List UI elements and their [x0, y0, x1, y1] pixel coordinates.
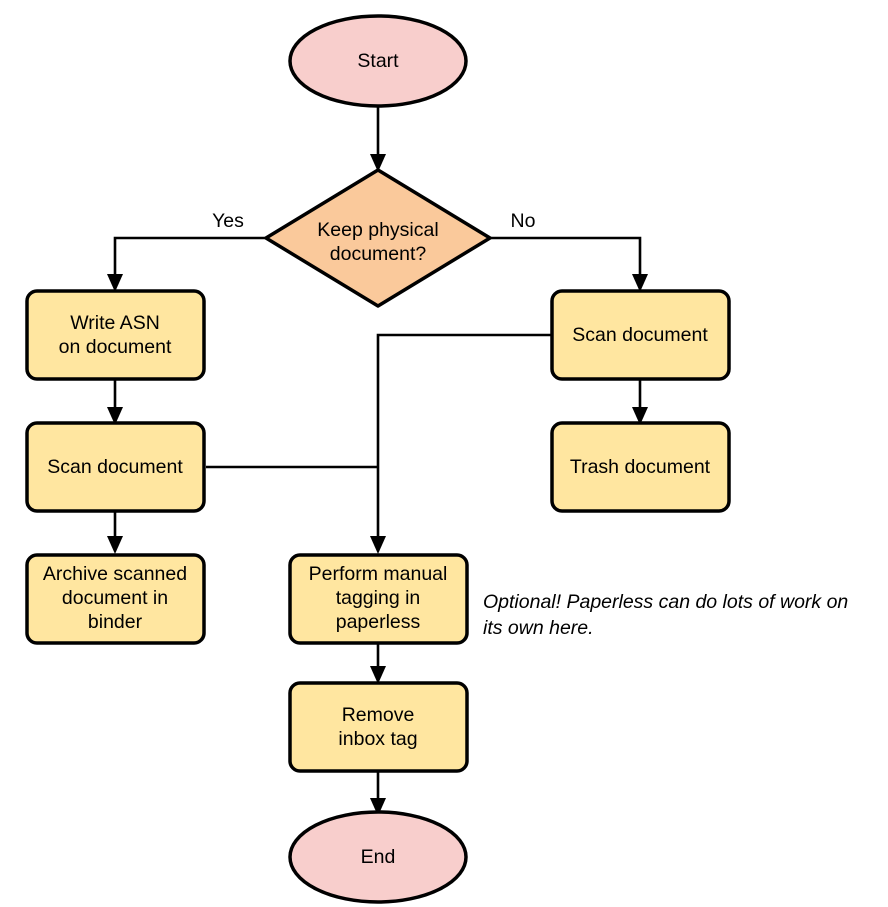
arrowhead-decision-top: [370, 154, 386, 172]
write-asn-box[interactable]: [25, 289, 206, 381]
annotation-line2: its own here.: [483, 617, 594, 639]
node-archive-scanned-document[interactable]: Archive scanned document in binder: [25, 553, 206, 645]
tagging-label-line3: paperless: [336, 611, 421, 633]
node-end[interactable]: End: [288, 810, 468, 904]
decision-label-line2: document?: [330, 243, 427, 265]
edge-scan-left-to-archive: [107, 508, 123, 554]
edge-line-yes: [113, 236, 265, 281]
end-label: End: [361, 846, 396, 868]
arrowhead-archive: [107, 536, 123, 554]
arrowhead-scan-right: [632, 274, 648, 292]
decision-diamond[interactable]: [264, 168, 492, 308]
edge-line-no: [491, 236, 642, 281]
arrowhead-write-asn: [107, 274, 123, 292]
archive-label-line1: Archive scanned: [43, 563, 187, 585]
node-decision-keep-physical-document[interactable]: Keep physical document?: [264, 168, 492, 308]
arrowhead-trash: [632, 407, 648, 425]
annotation-optional-note: Optional! Paperless can do lots of work …: [483, 591, 848, 639]
write-asn-label-line1: Write ASN: [70, 312, 160, 334]
arrowhead-end: [370, 798, 386, 816]
edge-start-to-decision: [370, 105, 386, 172]
start-label: Start: [357, 50, 399, 72]
tagging-label-line2: tagging in: [336, 587, 421, 609]
tagging-box[interactable]: [288, 553, 469, 645]
scan-left-label: Scan document: [47, 456, 183, 478]
edge-scan-right-to-trash: [632, 379, 648, 425]
node-perform-manual-tagging[interactable]: Perform manual tagging in paperless: [288, 553, 469, 645]
scan-right-label: Scan document: [572, 324, 708, 346]
node-start[interactable]: Start: [288, 14, 468, 108]
remove-inbox-label-line2: inbox tag: [338, 728, 417, 750]
arrowhead-scan-left: [107, 407, 123, 425]
node-write-asn[interactable]: Write ASN on document: [25, 289, 206, 381]
edge-decision-yes-to-write-asn: [107, 236, 265, 292]
end-ellipse[interactable]: [288, 810, 468, 904]
edge-remove-inbox-to-end: [370, 772, 386, 816]
node-remove-inbox-tag[interactable]: Remove inbox tag: [288, 681, 469, 773]
decision-label-line1: Keep physical: [317, 219, 438, 241]
tagging-label-line1: Perform manual: [309, 563, 448, 585]
arrowhead-remove-inbox: [370, 666, 386, 684]
edge-line-scan-right-tagging: [376, 333, 551, 543]
edge-tagging-to-remove-inbox: [370, 642, 386, 684]
archive-label-line3: binder: [88, 611, 143, 633]
edge-decision-no-to-scan-right: [491, 236, 648, 292]
remove-inbox-box[interactable]: [288, 681, 469, 773]
scan-right-box[interactable]: [550, 289, 731, 381]
trash-label: Trash document: [570, 456, 711, 478]
node-scan-document-right[interactable]: Scan document: [550, 289, 731, 381]
archive-box[interactable]: [25, 553, 206, 645]
archive-label-line2: document in: [62, 587, 168, 609]
node-scan-document-left[interactable]: Scan document: [25, 421, 206, 513]
edge-scan-left-to-tagging: [206, 465, 386, 554]
edge-label-yes: Yes: [212, 210, 244, 232]
arrowhead-tagging: [370, 536, 386, 554]
edge-scan-right-to-tagging: [376, 333, 551, 543]
write-asn-label-line2: on document: [59, 336, 172, 358]
scan-left-box[interactable]: [25, 421, 206, 513]
start-ellipse[interactable]: [288, 14, 468, 108]
trash-box[interactable]: [550, 421, 731, 513]
annotation-line1: Optional! Paperless can do lots of work …: [483, 591, 848, 613]
edge-write-asn-to-scan-left: [107, 379, 123, 425]
node-trash-document[interactable]: Trash document: [550, 421, 731, 513]
remove-inbox-label-line1: Remove: [342, 704, 415, 726]
edge-label-no: No: [511, 210, 536, 232]
